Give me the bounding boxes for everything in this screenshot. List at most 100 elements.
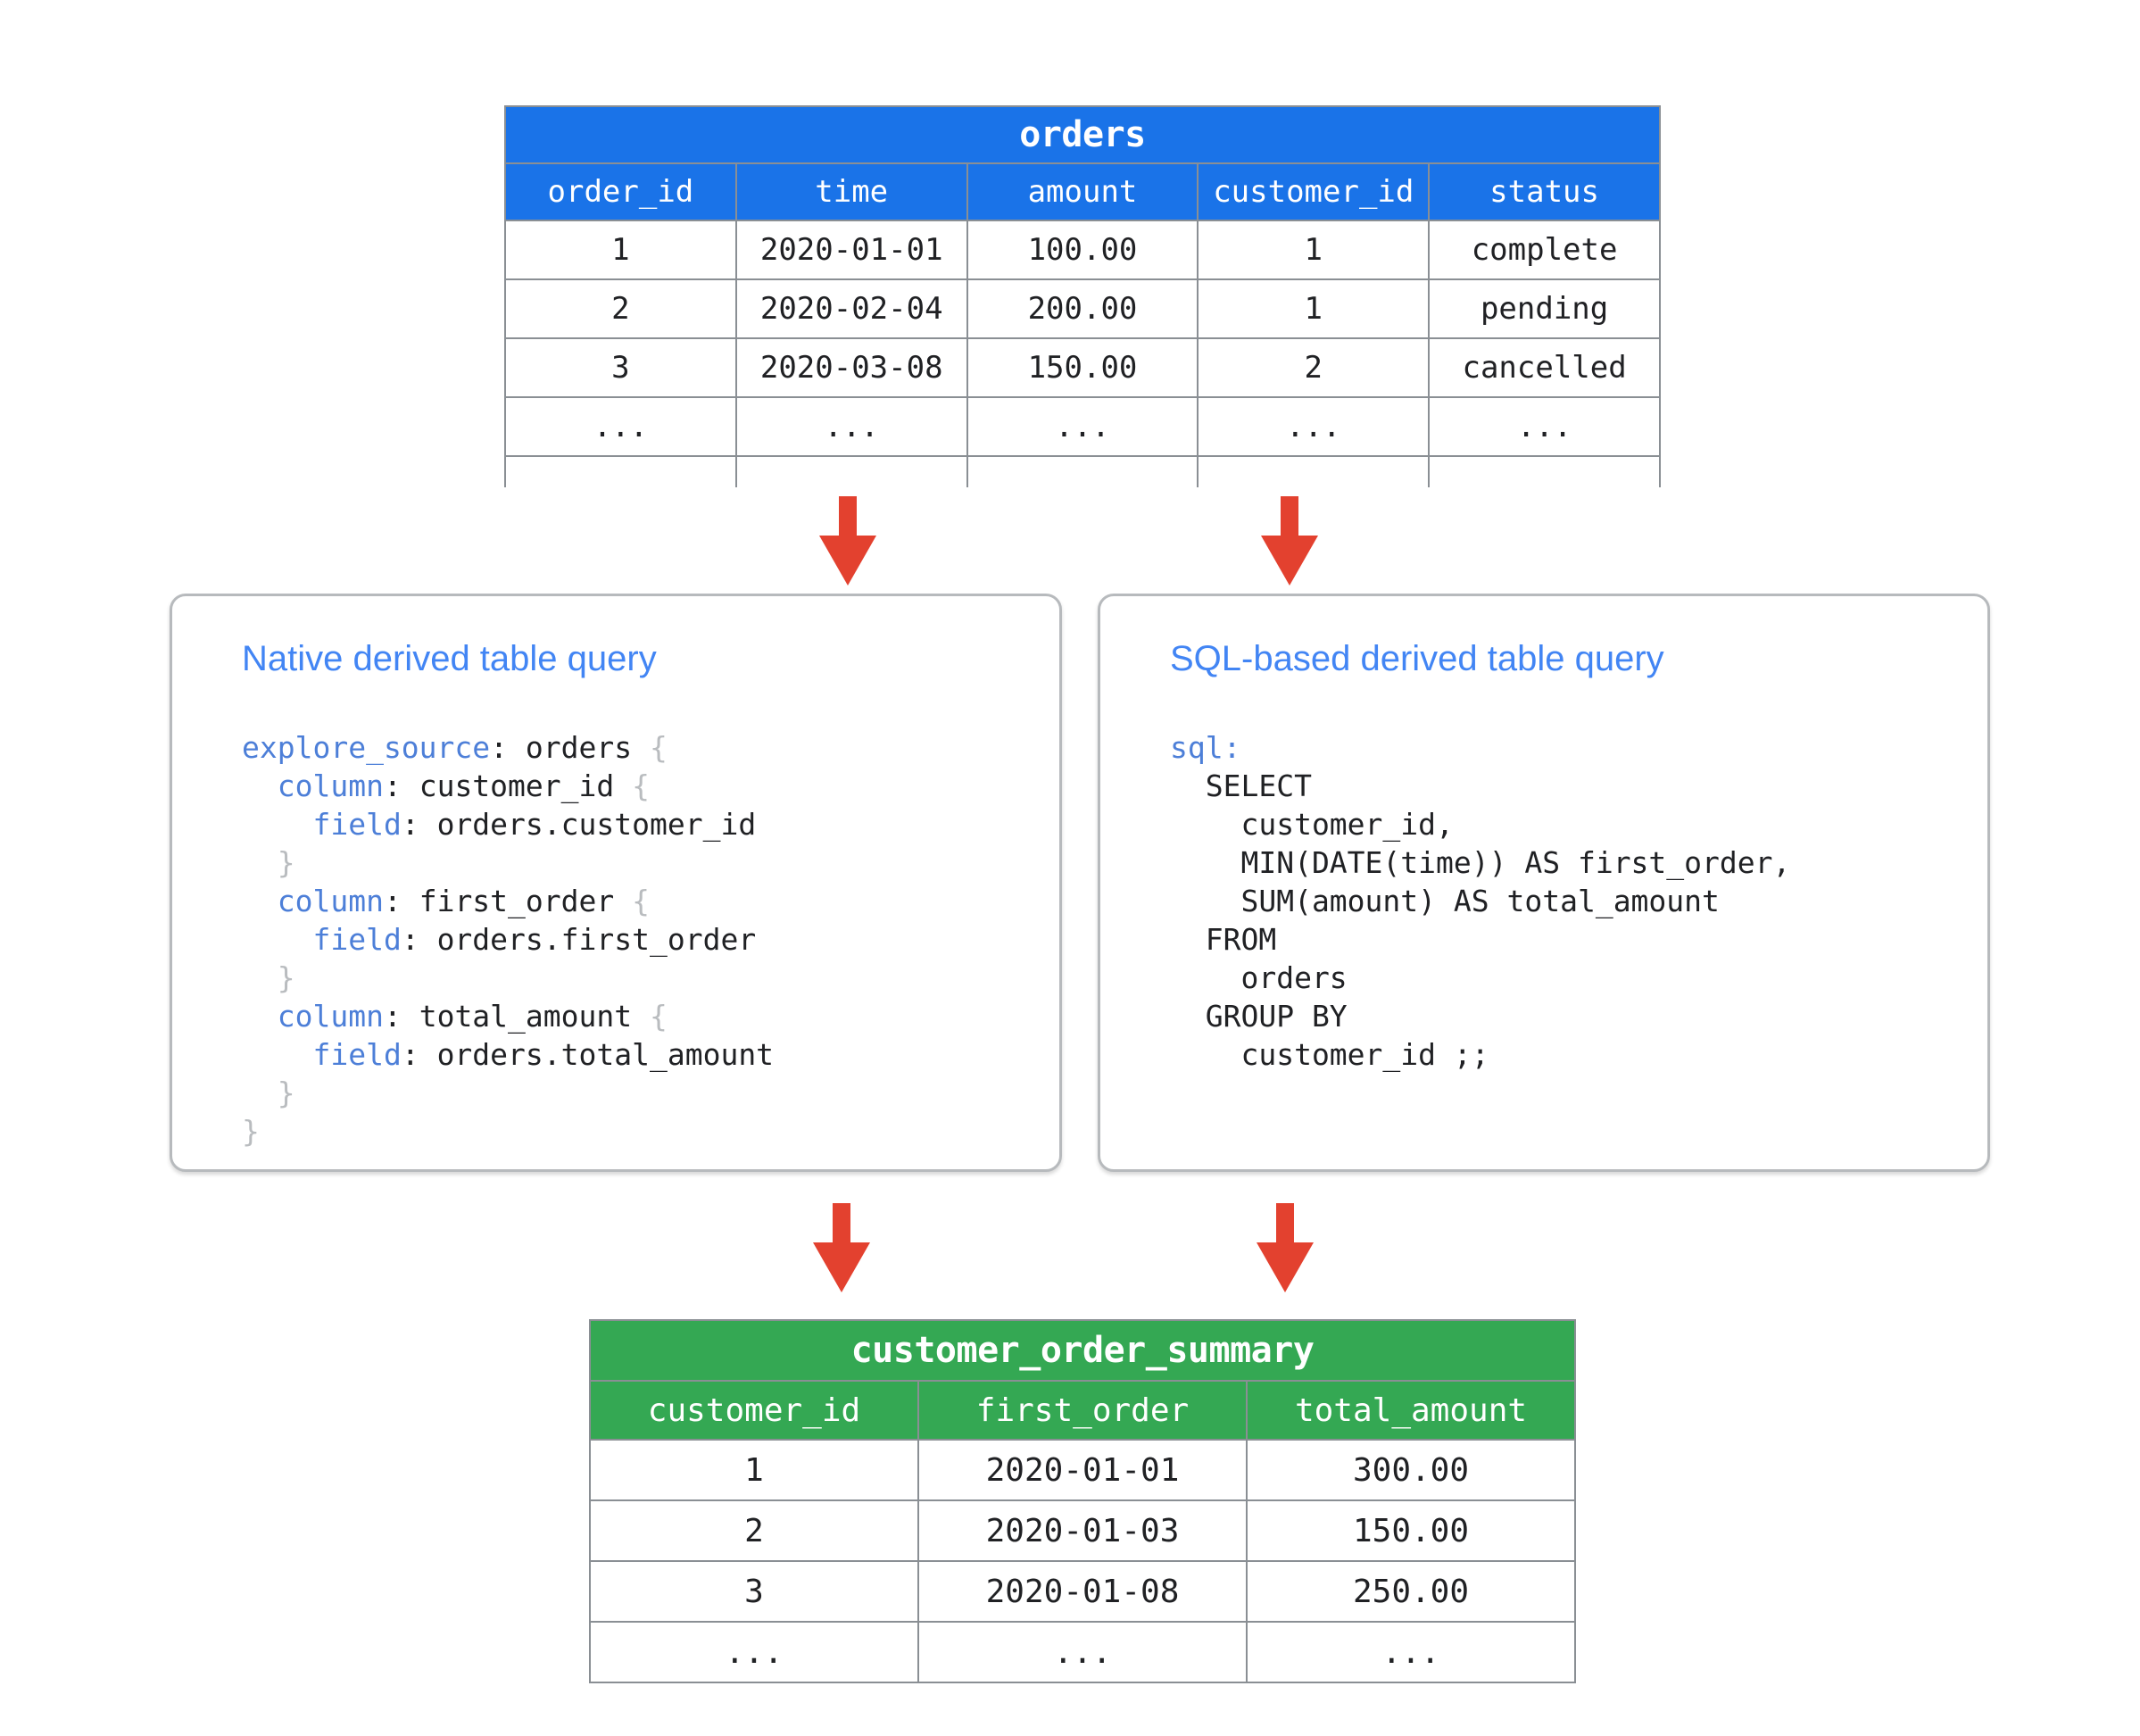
code-line: sql:	[1170, 728, 1790, 767]
table-cell: ...	[734, 396, 968, 457]
arrow-sql-to-summary-icon	[1257, 1203, 1314, 1292]
sql-code-block: sql: SELECT customer_id, MIN(DATE(time))…	[1170, 728, 1790, 1074]
code-line: column: first_order {	[242, 882, 774, 920]
column-header-amount: amount	[966, 162, 1199, 221]
code-keyword: :	[1223, 730, 1241, 765]
column-header-total-amount: total_amount	[1246, 1380, 1576, 1441]
code-brace: }	[277, 960, 295, 995]
table-cell: ...	[1246, 1621, 1576, 1683]
table-cell: 250.00	[1246, 1560, 1576, 1623]
code-line: field: orders.customer_id	[242, 805, 774, 843]
code-line: field: orders.first_order	[242, 920, 774, 959]
arrow-shaft	[1276, 1203, 1294, 1246]
code-brace: }	[242, 1114, 260, 1149]
arrow-head	[1257, 1242, 1314, 1292]
table-cell-truncated	[1428, 455, 1661, 487]
native-panel-heading: Native derived table query	[242, 639, 657, 678]
code-text: : total_amount	[383, 999, 650, 1034]
code-text	[242, 807, 312, 842]
code-line: SUM(amount) AS total_amount	[1170, 882, 1790, 920]
column-header-customer-id: customer_id	[1197, 162, 1431, 221]
code-text	[242, 845, 278, 880]
table-cell: 2020-02-04	[734, 278, 968, 339]
code-text	[242, 999, 278, 1034]
table-cell: pending	[1428, 278, 1661, 339]
arrow-head	[1261, 536, 1318, 586]
code-brace: {	[632, 884, 650, 918]
table-cell: complete	[1428, 220, 1661, 280]
table-cell: 200.00	[966, 278, 1199, 339]
code-text: GROUP BY	[1170, 999, 1348, 1034]
table-cell: 1	[589, 1439, 919, 1501]
code-line: GROUP BY	[1170, 997, 1790, 1035]
code-text: : orders.first_order	[401, 922, 757, 957]
code-keyword: column	[277, 768, 384, 803]
column-header-order-id: order_id	[504, 162, 737, 221]
code-text: SUM(amount) AS total_amount	[1170, 884, 1720, 918]
code-text: customer_id ;;	[1170, 1037, 1489, 1072]
code-line: FROM	[1170, 920, 1790, 959]
code-text: FROM	[1170, 922, 1277, 957]
table-cell: ...	[1197, 396, 1431, 457]
code-brace: }	[277, 1076, 295, 1110]
code-line: }	[242, 959, 774, 997]
code-text	[242, 922, 312, 957]
code-line: customer_id,	[1170, 805, 1790, 843]
native-derived-table-panel: Native derived table query explore_sourc…	[170, 594, 1062, 1172]
code-keyword: sql	[1170, 730, 1223, 765]
sql-derived-table-panel: SQL-based derived table query sql: SELEC…	[1098, 594, 1990, 1172]
table-cell: 2020-01-03	[917, 1499, 1248, 1562]
code-keyword: column	[277, 999, 384, 1034]
table-title: customer_order_summary	[589, 1319, 1576, 1382]
table-cell-truncated	[1197, 455, 1431, 487]
table-cell: 2020-01-08	[917, 1560, 1248, 1623]
code-keyword: field	[312, 1037, 402, 1072]
table-title: orders	[504, 105, 1661, 164]
table-title-row: customer_order_summary	[589, 1319, 1576, 1382]
code-brace: }	[277, 845, 295, 880]
code-text: : orders.total_amount	[401, 1037, 775, 1072]
column-header-time: time	[734, 162, 968, 221]
code-text: MIN(DATE(time)) AS first_order,	[1170, 845, 1791, 880]
code-text: : orders	[490, 730, 650, 765]
table-cell: ...	[504, 396, 737, 457]
table-cell: 150.00	[966, 337, 1199, 398]
code-text: : orders.customer_id	[401, 807, 757, 842]
arrow-shaft	[1281, 496, 1298, 539]
code-text: : customer_id	[383, 768, 633, 803]
table-cell: cancelled	[1428, 337, 1661, 398]
table-cell: ...	[589, 1621, 919, 1683]
arrow-shaft	[839, 496, 857, 539]
code-text: orders	[1170, 960, 1348, 995]
sql-panel-heading: SQL-based derived table query	[1170, 639, 1664, 678]
code-line: orders	[1170, 959, 1790, 997]
column-header-customer-id: customer_id	[589, 1380, 919, 1441]
table-cell: 2	[504, 278, 737, 339]
table-cell: 300.00	[1246, 1439, 1576, 1501]
code-line: column: total_amount {	[242, 997, 774, 1035]
code-text: customer_id,	[1170, 807, 1454, 842]
code-line: MIN(DATE(time)) AS first_order,	[1170, 843, 1790, 882]
table-cell: 1	[504, 220, 737, 280]
table-cell-truncated	[504, 455, 737, 487]
table-cell: ...	[1428, 396, 1661, 457]
table-cell: 150.00	[1246, 1499, 1576, 1562]
table-title-row: orders	[504, 105, 1661, 164]
code-text	[242, 1076, 278, 1110]
table-cell: ...	[966, 396, 1199, 457]
code-text: SELECT	[1170, 768, 1312, 803]
code-line: column: customer_id {	[242, 767, 774, 805]
column-header-first-order: first_order	[917, 1380, 1248, 1441]
arrow-native-to-summary-icon	[813, 1203, 870, 1292]
arrow-head	[813, 1242, 870, 1292]
table-cell: 2020-03-08	[734, 337, 968, 398]
